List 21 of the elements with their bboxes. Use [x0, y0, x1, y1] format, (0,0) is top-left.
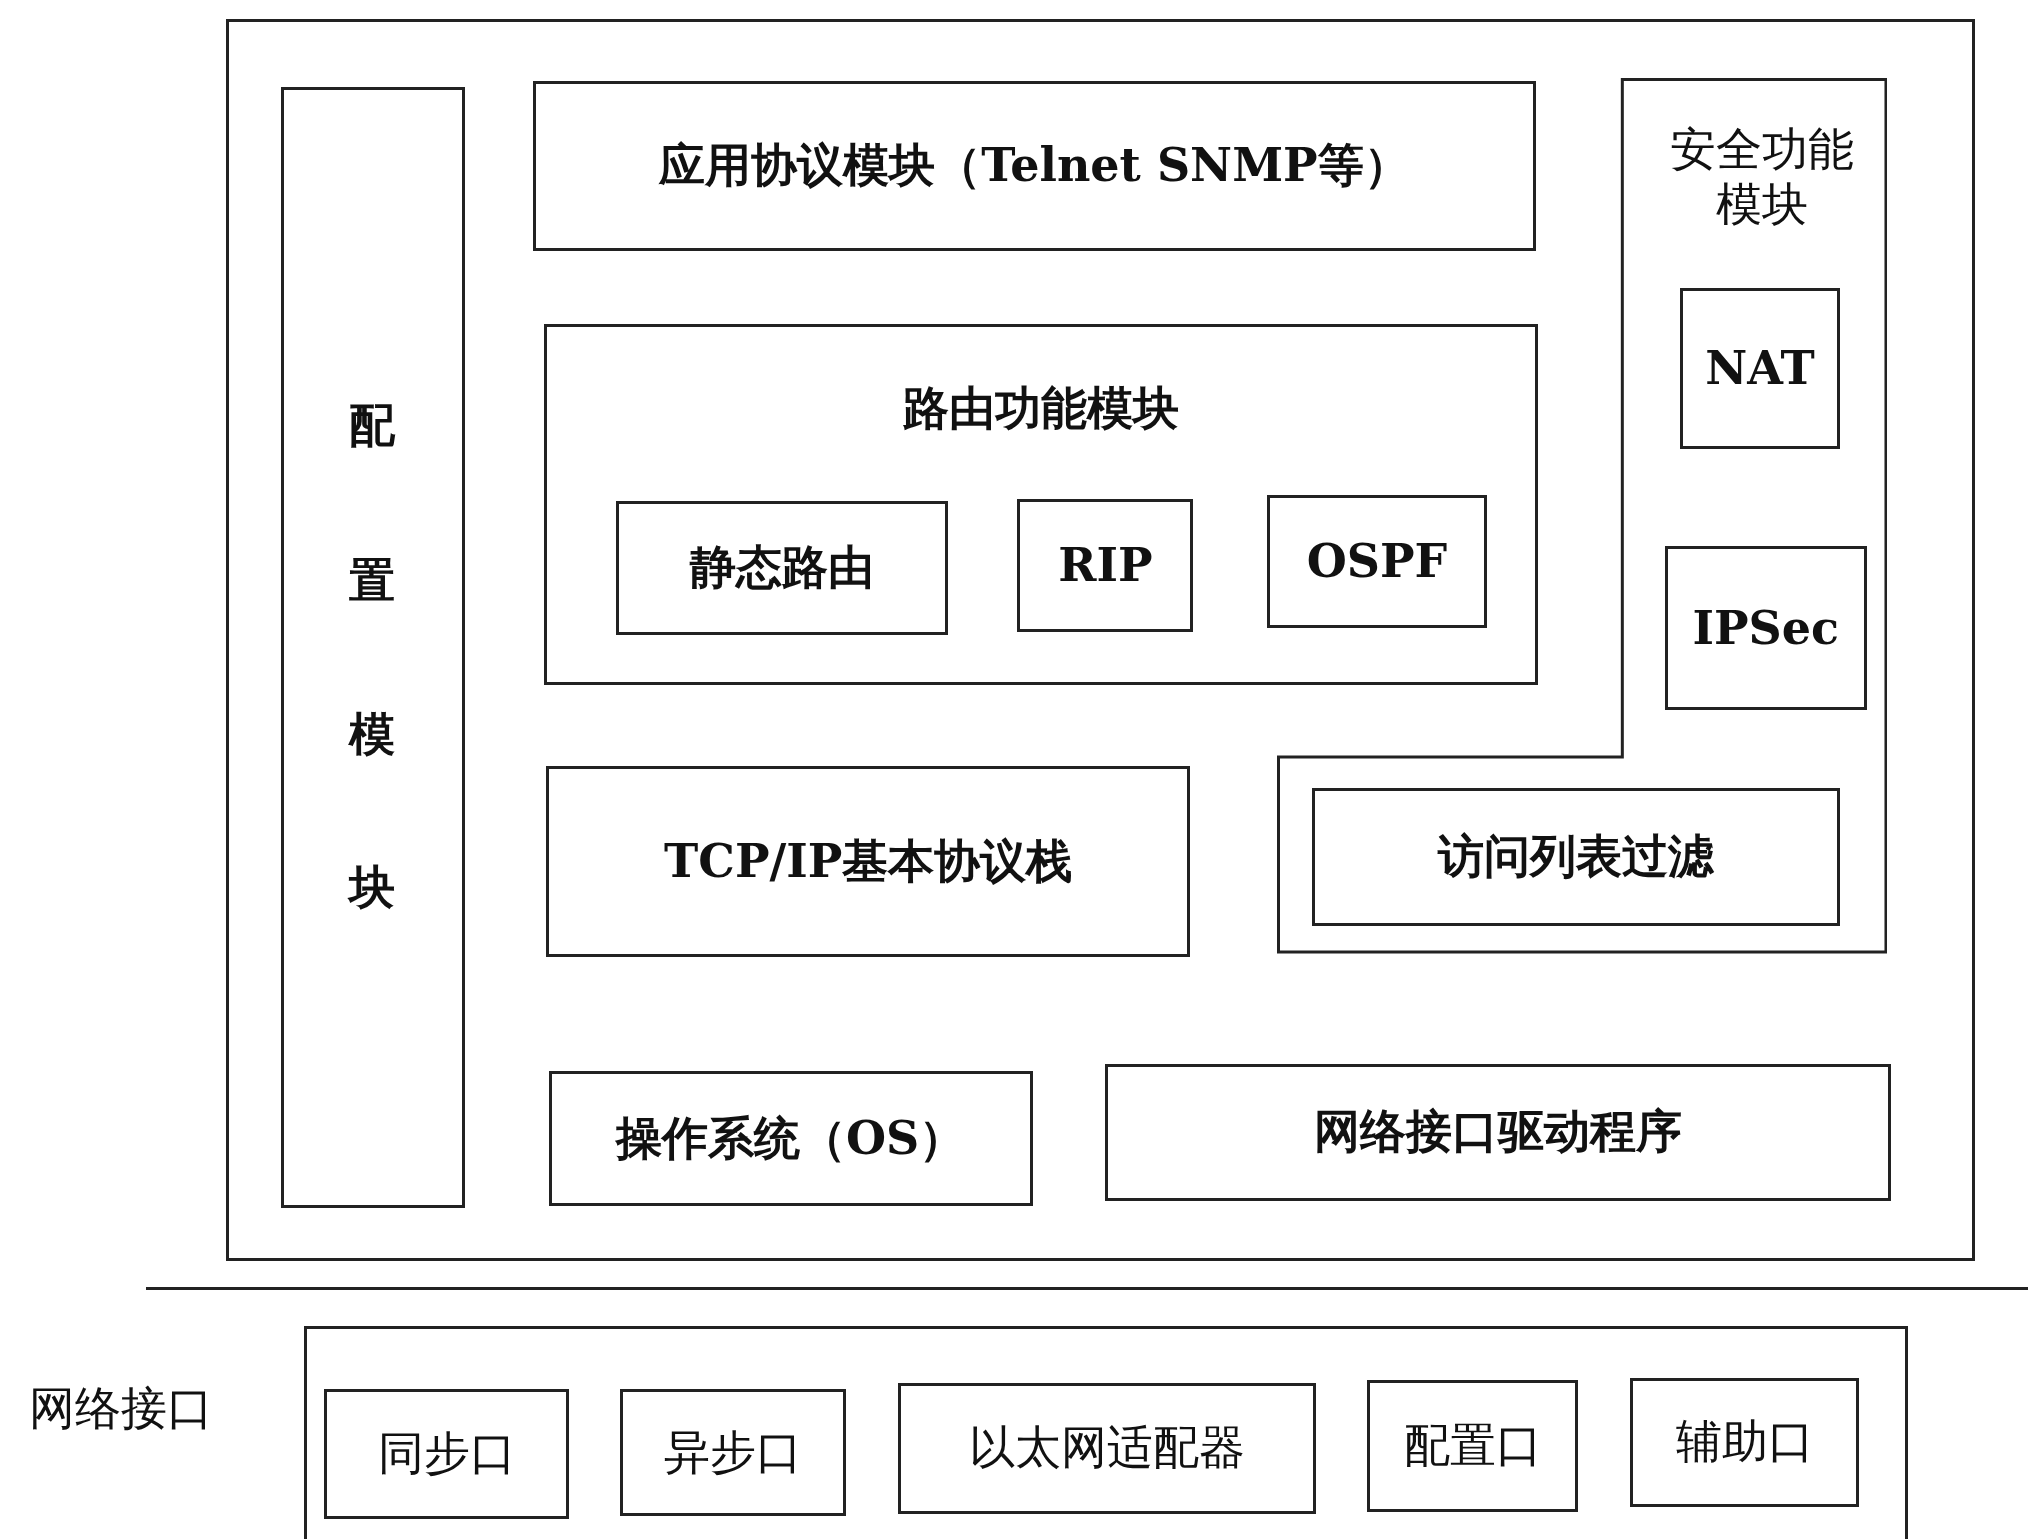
module-box: 同步口 [323, 1389, 570, 1519]
group-heading: 网络接口 [28, 1379, 213, 1437]
module-box: RIP [1017, 498, 1194, 632]
module-box: NAT [1680, 287, 1840, 450]
outer-frame [226, 19, 1975, 1261]
module-box: 辅助口 [1630, 1377, 1859, 1508]
module-box: 配置模块 [281, 87, 465, 1209]
module-box: 访问列表过滤 [1311, 788, 1840, 927]
module-box: 配置口 [1367, 1380, 1579, 1513]
module-box: 应用协议模块（Telnet SNMP等） [533, 80, 1536, 252]
module-box: 静态路由 [616, 501, 948, 635]
module-box [543, 323, 1539, 685]
module-heading: 路由功能模块 [901, 380, 1180, 438]
module-box: 操作系统（OS） [548, 1071, 1033, 1206]
panel-heading: 安全功能模块 [1668, 121, 1855, 233]
module-box: IPSec [1664, 546, 1867, 711]
module-box: 以太网适配器 [898, 1383, 1316, 1514]
module-box: OSPF [1267, 494, 1487, 629]
module-box: 异步口 [619, 1389, 847, 1517]
module-box: TCP/IP基本协议栈 [546, 766, 1191, 958]
module-box: 网络接口驱动程序 [1104, 1063, 1892, 1201]
